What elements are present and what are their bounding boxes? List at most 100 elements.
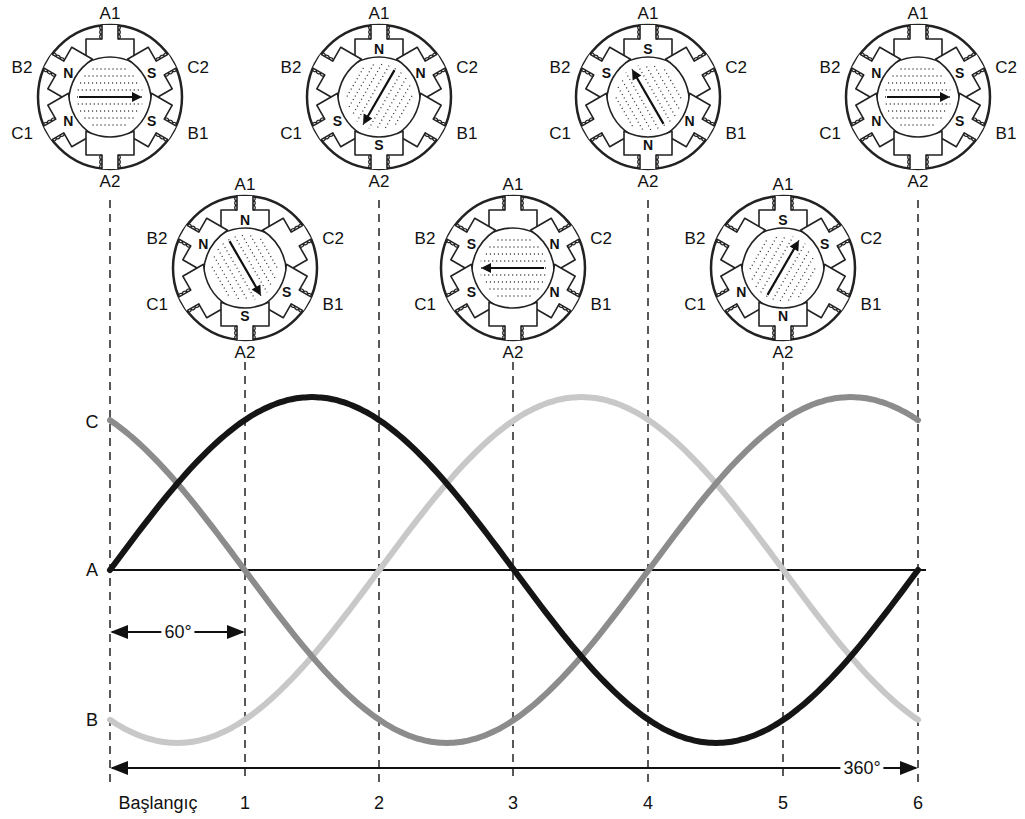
pole-shoe (127, 40, 184, 101)
field-lines (885, 69, 951, 125)
pole-shoe (86, 25, 134, 63)
pole-label: S (602, 66, 611, 80)
step-number: 4 (643, 794, 653, 812)
phase-curves (110, 397, 918, 743)
field-line (218, 249, 248, 301)
stator-diagram: A1B2C2C1B1A2SSNN (683, 168, 883, 368)
field-line (653, 64, 678, 108)
pole-label: N (778, 309, 788, 323)
pole-label: S (778, 213, 787, 227)
pole-label: N (416, 66, 426, 80)
terminal-label: B1 (996, 125, 1017, 142)
field-line (352, 64, 382, 116)
pole-label: N (198, 237, 208, 251)
field-arrow (359, 68, 399, 128)
terminal-label: B2 (685, 230, 706, 247)
field-line (348, 64, 373, 108)
pole-shoe (894, 25, 942, 63)
stator-diagram: A1B2C2C1B1A2NNSS (279, 0, 479, 197)
field-line (212, 267, 229, 297)
terminal-label: A1 (638, 5, 659, 22)
pole-shoe (759, 302, 807, 340)
terminal-label: B1 (591, 296, 612, 313)
pole-shoe (574, 40, 631, 101)
field-lines (480, 240, 546, 296)
field-arrow (481, 263, 544, 273)
terminal-label: B1 (457, 125, 478, 142)
field-line (645, 64, 675, 116)
pole-label: N (871, 66, 881, 80)
stator-diagram: A1B2C2C1B1A2NSNS (10, 0, 210, 197)
terminal-label: A2 (235, 344, 256, 361)
field-line (261, 239, 278, 269)
pole-label: S (955, 114, 964, 128)
terminal-label: A2 (773, 344, 794, 361)
pole-shoe (800, 211, 857, 272)
terminal-label: B2 (820, 59, 841, 76)
pole-shoe (127, 93, 184, 154)
terminal-label: B1 (726, 125, 747, 142)
pole-label: N (240, 213, 250, 227)
field-line (488, 288, 539, 289)
field-line (488, 246, 539, 247)
pole-shoe (86, 131, 134, 169)
pole-shoe (844, 40, 901, 101)
field-line (626, 73, 658, 129)
stator-outline (279, 0, 479, 197)
stator-yoke (846, 25, 990, 169)
field-line (346, 68, 363, 98)
stator-yoke (576, 25, 720, 169)
angle-arrow (112, 767, 916, 769)
field-line (756, 235, 786, 287)
pole-shoe (665, 93, 722, 154)
terminal-label: A2 (369, 173, 390, 190)
pole-shoe (171, 211, 228, 272)
field-line (496, 239, 531, 240)
pole-shoe (844, 93, 901, 154)
field-line (886, 103, 950, 104)
pole-shoe (396, 93, 453, 154)
pole-label: S (333, 114, 342, 128)
pole-shoe (574, 93, 631, 154)
pole-shoe (800, 264, 857, 325)
pole-shoe (624, 25, 672, 63)
field-arrow (887, 92, 950, 102)
stator-diagram: A1B2C2C1B1A2SSNN (548, 0, 748, 197)
pole-shoe (530, 211, 587, 272)
field-line (664, 68, 681, 98)
pole-label: N (685, 114, 695, 128)
phase-curve (110, 397, 918, 743)
field-line (357, 66, 389, 122)
terminal-label: B2 (281, 59, 302, 76)
pole-shoe (36, 40, 93, 101)
field-line (893, 75, 944, 76)
field-line (483, 253, 543, 254)
step-number: 3 (508, 794, 518, 812)
stator-diagram: A1B2C2C1B1A2NSNS (818, 0, 1018, 197)
field-line (93, 124, 128, 125)
field-line (901, 124, 936, 125)
terminal-label: C1 (819, 125, 841, 142)
pole-label: S (147, 114, 156, 128)
field-line (483, 281, 543, 282)
step-number: 6 (913, 794, 923, 812)
pole-shoe (171, 264, 228, 325)
terminal-label: C1 (280, 125, 302, 142)
field-line (615, 96, 632, 126)
terminal-label: C2 (860, 230, 882, 247)
field-line (638, 66, 670, 122)
field-line (481, 260, 545, 261)
field-line (80, 82, 140, 83)
pole-shoe (489, 196, 537, 234)
pole-label: N (63, 114, 73, 128)
pole-shoe (439, 211, 496, 272)
field-line (242, 235, 272, 287)
field-line (369, 73, 401, 129)
field-line (750, 239, 767, 269)
field-line (78, 103, 142, 104)
field-line (85, 117, 136, 118)
pole-shoe (935, 40, 992, 101)
field-line (888, 82, 948, 83)
pole-label: N (374, 42, 384, 56)
field-line (799, 267, 816, 297)
